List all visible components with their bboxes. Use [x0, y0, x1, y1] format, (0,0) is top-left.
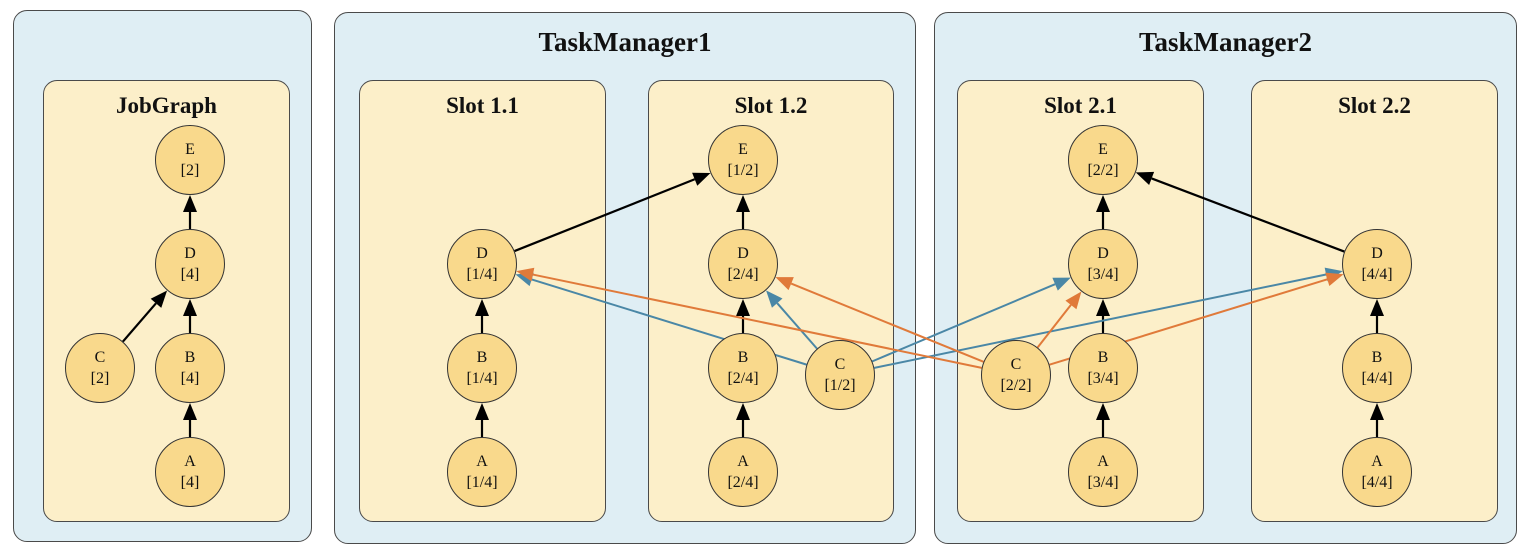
jobgraph-node-c: C [2]: [65, 333, 135, 403]
slot-1-1-node-a: A [1/4]: [447, 437, 517, 507]
slot-2-1-node-b: B [3/4]: [1068, 333, 1138, 403]
node-name: C: [834, 356, 846, 373]
node-name: D: [184, 245, 196, 262]
slot-1-2-node-a: A [2/4]: [708, 437, 778, 507]
node-name: C: [1010, 356, 1022, 373]
slot-2-2-node-d: D [4/4]: [1342, 229, 1412, 299]
node-name: B: [1371, 349, 1383, 366]
node-parallelism: [4/4]: [1361, 474, 1393, 491]
node-parallelism: [2/2]: [1087, 162, 1119, 179]
node-parallelism: [1/4]: [466, 370, 498, 387]
slot-2-2-node-a: A [4/4]: [1342, 437, 1412, 507]
node-name: E: [1098, 141, 1108, 158]
node-parallelism: [4/4]: [1361, 370, 1393, 387]
node-parallelism: [4]: [180, 266, 200, 283]
slot-2-2-node-b: B [4/4]: [1342, 333, 1412, 403]
node-parallelism: [4/4]: [1361, 266, 1393, 283]
node-name: A: [1371, 453, 1383, 470]
node-parallelism: [2]: [180, 162, 200, 179]
node-name: E: [185, 141, 195, 158]
slot-2-1-node-e: E [2/2]: [1068, 125, 1138, 195]
node-parallelism: [1/2]: [727, 162, 759, 179]
node-name: A: [737, 453, 749, 470]
node-name: D: [737, 245, 749, 262]
node-parallelism: [2/4]: [727, 266, 759, 283]
slot-2-1-title: Slot 2.1: [1044, 93, 1117, 118]
node-name: A: [184, 453, 196, 470]
node-parallelism: [4]: [180, 370, 200, 387]
node-parallelism: [1/4]: [466, 266, 498, 283]
jobgraph-node-d: D [4]: [155, 229, 225, 299]
slot-1-1-node-b: B [1/4]: [447, 333, 517, 403]
slot-2-2-title: Slot 2.2: [1338, 93, 1411, 118]
slot-1-2-node-b: B [2/4]: [708, 333, 778, 403]
node-name: D: [1097, 245, 1109, 262]
slot-1-2-node-c: C [1/2]: [805, 340, 875, 410]
node-name: B: [737, 349, 749, 366]
node-name: A: [476, 453, 488, 470]
slot-2-1-node-c: C [2/2]: [981, 340, 1051, 410]
node-name: B: [1097, 349, 1109, 366]
node-name: C: [94, 349, 106, 366]
slot-2-1-node-d: D [3/4]: [1068, 229, 1138, 299]
node-parallelism: [4]: [180, 474, 200, 491]
jobgraph-node-b: B [4]: [155, 333, 225, 403]
node-name: E: [738, 141, 748, 158]
slot-1-2-node-d: D [2/4]: [708, 229, 778, 299]
node-name: B: [184, 349, 196, 366]
node-name: B: [476, 349, 488, 366]
slot-1-1-node-d: D [1/4]: [447, 229, 517, 299]
slot-1-2-title: Slot 1.2: [734, 93, 808, 118]
slot-1-1-title: Slot 1.1: [446, 93, 519, 118]
jobgraph-node-a: A [4]: [155, 437, 225, 507]
node-parallelism: [3/4]: [1087, 266, 1119, 283]
node-parallelism: [1/2]: [824, 377, 856, 394]
taskmanager2-title: TaskManager2: [1138, 27, 1313, 57]
node-parallelism: [2/4]: [727, 474, 759, 491]
taskmanager1-title: TaskManager1: [538, 27, 712, 57]
node-parallelism: [3/4]: [1087, 370, 1119, 387]
node-parallelism: [1/4]: [466, 474, 498, 491]
node-parallelism: [3/4]: [1087, 474, 1119, 491]
node-name: A: [1097, 453, 1109, 470]
node-name: D: [476, 245, 488, 262]
jobgraph-title: JobGraph: [116, 93, 217, 118]
slot-1-2-node-e: E [1/2]: [708, 125, 778, 195]
node-parallelism: [2/2]: [1000, 377, 1032, 394]
node-parallelism: [2/4]: [727, 370, 759, 387]
slot-2-1-node-a: A [3/4]: [1068, 437, 1138, 507]
jobgraph-node-e: E [2]: [155, 125, 225, 195]
node-name: D: [1371, 245, 1383, 262]
node-parallelism: [2]: [90, 370, 110, 387]
